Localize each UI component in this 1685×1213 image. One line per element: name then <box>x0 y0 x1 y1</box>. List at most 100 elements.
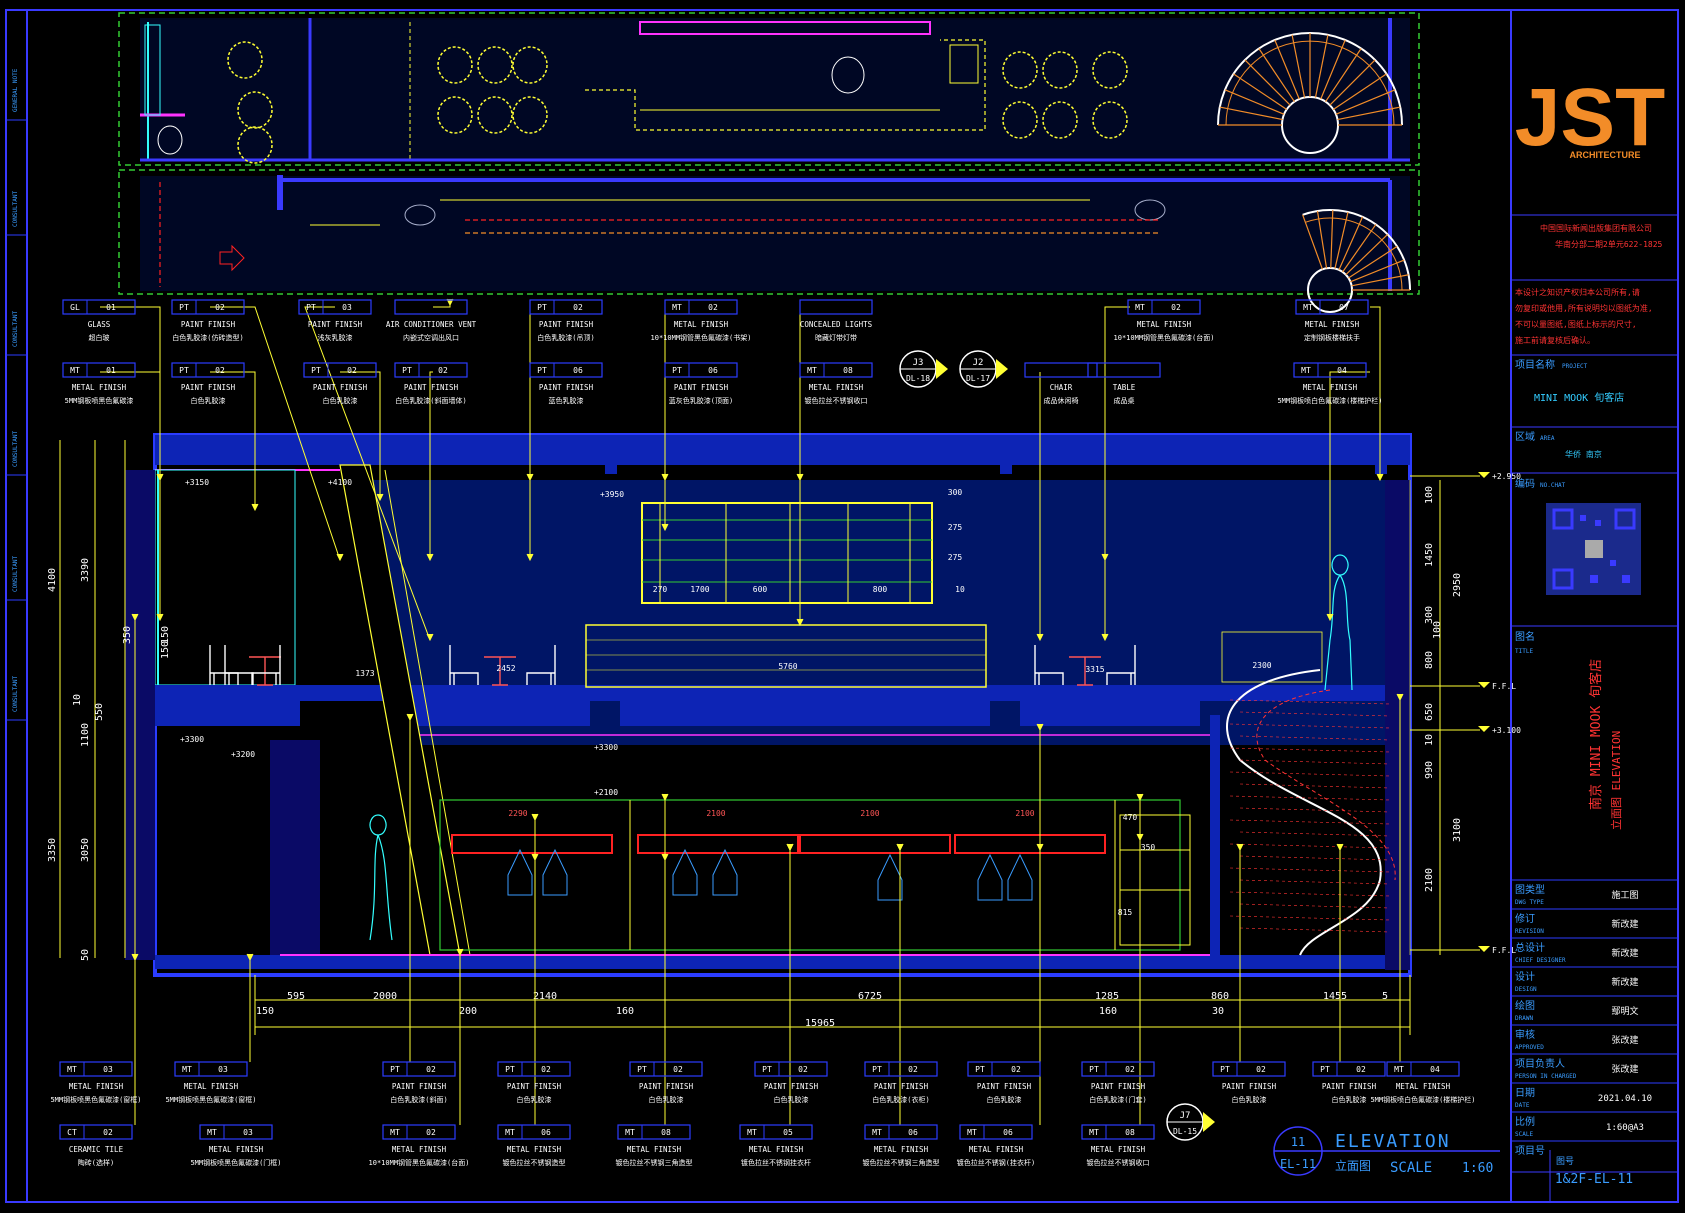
drawing-label: 11 EL-11 ELEVATION 立面图 SCALE 1:60 <box>1273 1126 1500 1176</box>
misc-label: 2290 <box>508 809 527 818</box>
misc-label: 800 <box>873 585 888 594</box>
misc-label: 2452 <box>496 664 515 673</box>
tag-en: METAL FINISH <box>874 1145 929 1154</box>
human-figure <box>369 814 393 941</box>
tag-box <box>1293 362 1367 378</box>
dim-text: 990 <box>1424 761 1435 779</box>
tag-code: PT <box>179 366 189 375</box>
tag-cn: 蓝色乳胶漆 <box>549 396 584 405</box>
tag-box <box>382 1061 456 1077</box>
dim-text: 1450 <box>1424 543 1435 567</box>
tag-code: MT <box>505 1128 515 1137</box>
scale-label: SCALE <box>1390 1160 1432 1176</box>
project-label: 项目名称 <box>1515 358 1555 371</box>
tag-cn: 5MM钢板喷白色氟碳漆(楼梯护栏) <box>1277 396 1382 405</box>
plan-chair <box>1042 101 1078 139</box>
tag-cn: 陶砖(选样) <box>78 1158 114 1167</box>
tag-en: PAINT FINISH <box>1322 1082 1377 1091</box>
tag-code: MT <box>1135 303 1145 312</box>
drawing-title-en: ELEVATION <box>1335 1131 1451 1152</box>
tag-box <box>864 1124 938 1140</box>
hanging-garment <box>542 848 568 896</box>
tag-cn: 镀色拉丝不锈钢挂衣杆 <box>741 1158 811 1167</box>
tag-num: 02 <box>708 303 718 312</box>
misc-label: 300 <box>948 488 963 497</box>
tag-box <box>62 299 136 315</box>
tag-num: 02 <box>426 1128 436 1137</box>
tag-code: MT <box>1089 1128 1099 1137</box>
hanging-garment <box>977 853 1003 901</box>
tag-code: PT <box>637 1065 647 1074</box>
tag-cn: 内嵌式空调出风口 <box>403 333 459 342</box>
tag-num: 02 <box>908 1065 918 1074</box>
tag-num: 03 <box>218 1065 228 1074</box>
sheet-border <box>5 9 1679 1203</box>
dim-text: 1455 <box>1323 991 1347 1002</box>
dim-text: 2100 <box>1424 868 1435 892</box>
tag-num: 02 <box>1171 303 1181 312</box>
tag-num: 02 <box>1011 1065 1021 1074</box>
tag-box <box>303 362 377 378</box>
elevation-chair <box>526 645 556 685</box>
tag-cn: 10*10MM钢管黑色氟碳漆(书架) <box>651 333 752 342</box>
tag-code: MT <box>872 1128 882 1137</box>
tag-box <box>497 1061 571 1077</box>
tag-num: 02 <box>1256 1065 1266 1074</box>
left-strip-label: CONSULTANT <box>12 430 19 467</box>
tb-row-label: 项目号 <box>1515 1145 1545 1157</box>
tag-en: AIR CONDITIONER VENT <box>386 320 477 329</box>
tag-num: 05 <box>783 1128 793 1137</box>
tag-en: PAINT FINISH <box>1222 1082 1277 1091</box>
level-marker <box>1478 946 1490 952</box>
plan-chair <box>477 96 513 134</box>
misc-label: 275 <box>948 523 963 532</box>
tag-num: 02 <box>438 366 448 375</box>
tag-num: 04 <box>1337 366 1347 375</box>
dim-text: 1285 <box>1095 991 1119 1002</box>
tag-code: PT <box>1089 1065 1099 1074</box>
plan-chair <box>1042 51 1078 89</box>
leader-line <box>210 306 341 561</box>
left-strip-label: CONSULTANT <box>12 310 19 347</box>
tag-code: MT <box>625 1128 635 1137</box>
tag-box <box>967 1061 1041 1077</box>
tag-box <box>529 362 603 378</box>
dim-text: 1100 <box>80 723 91 747</box>
elevation-chair <box>1034 645 1064 685</box>
drawing-title-vertical-1: 南京 MINI MOOK 旬客店 <box>1588 659 1604 810</box>
tag-num: 08 <box>1125 1128 1135 1137</box>
leader-line <box>1329 371 1370 620</box>
tb-row-value: 施工图 <box>1611 889 1638 901</box>
tag-cn: 成品休闲椅 <box>1044 396 1079 405</box>
dim-text: 3390 <box>80 558 91 582</box>
tag-cn: 10*10MM钢管黑色氟碳漆(台面) <box>369 1158 470 1167</box>
tag-en: METAL FINISH <box>72 383 127 392</box>
tag-en: PAINT FINISH <box>874 1082 929 1091</box>
tag-cn: 5MM钢板喷黑色氟碳漆(窗框) <box>165 1095 256 1104</box>
floor-plan-lower <box>118 169 1420 295</box>
elevation-chair <box>1106 645 1136 685</box>
tag-num: 02 <box>673 1065 683 1074</box>
tag-num: 01 <box>106 366 116 375</box>
tb-row-label-en: SCALE <box>1515 1131 1533 1138</box>
dim-text: 800 <box>1424 651 1435 669</box>
dim-text: 4100 <box>47 568 58 592</box>
tag-code: MT <box>182 1065 192 1074</box>
tag-num: 04 <box>1430 1065 1440 1074</box>
misc-label: 1700 <box>690 585 709 594</box>
area-value: 华侨 南京 <box>1565 449 1602 459</box>
company-line-2: 华南分部二期2单元622-1825 <box>1555 239 1663 249</box>
dim-text: 200 <box>459 1006 477 1017</box>
tag-num: 02 <box>215 303 225 312</box>
dim-text: 2000 <box>373 991 397 1002</box>
misc-label: +3150 <box>185 478 209 487</box>
tag-box <box>664 299 738 315</box>
dim-text: 3050 <box>80 838 91 862</box>
callout-number: J2 <box>973 358 984 368</box>
tag-code: MT <box>390 1128 400 1137</box>
tag-code: MT <box>1394 1065 1404 1074</box>
tag-code: MT <box>70 366 80 375</box>
tag-num: 07 <box>1339 303 1349 312</box>
misc-label: 2300 <box>1252 661 1271 670</box>
